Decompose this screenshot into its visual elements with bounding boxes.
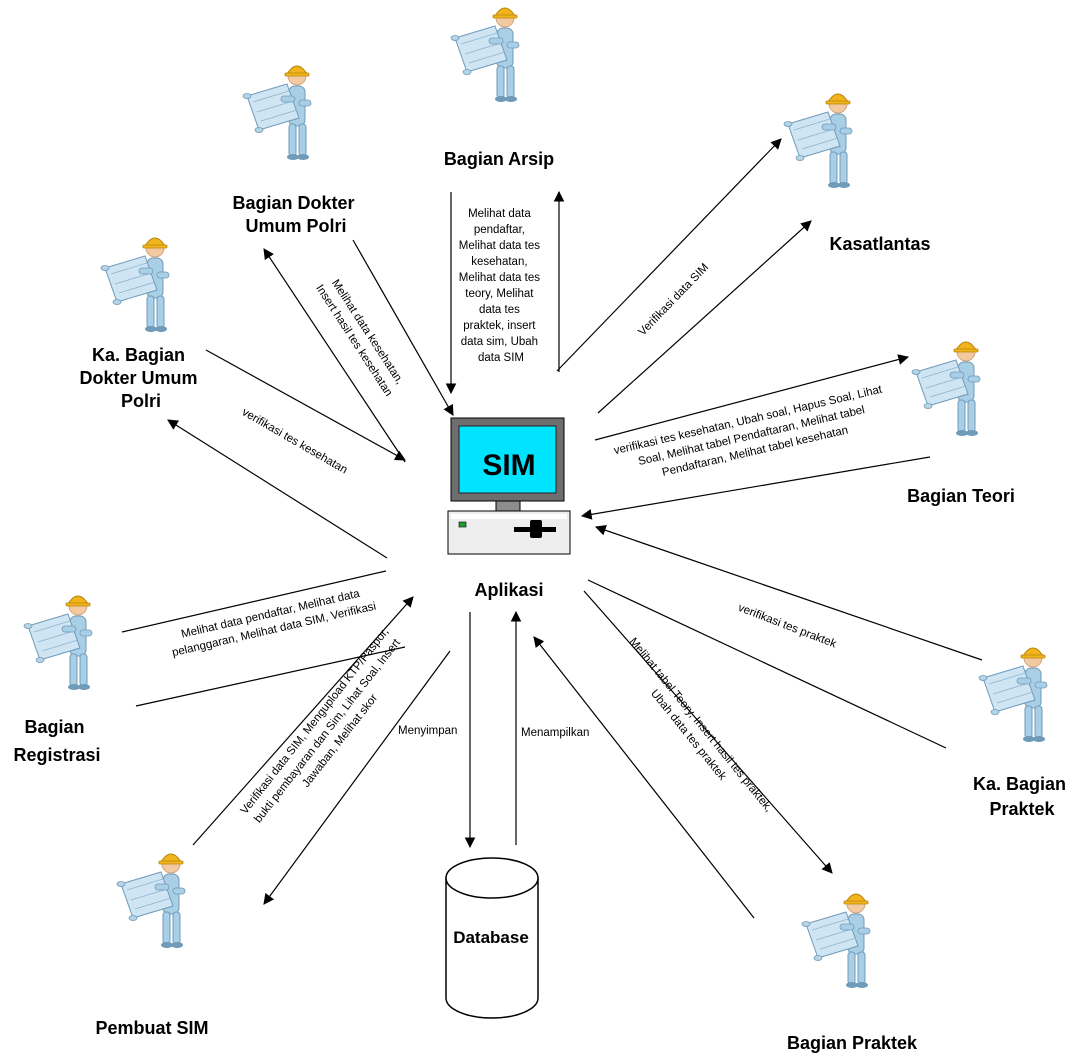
actor-pembuat-sim-label: Pembuat SIM	[95, 1018, 208, 1038]
actor-bagian-registrasi-icon	[23, 595, 93, 691]
edge-dokter-out	[263, 248, 406, 463]
edge-teori-out	[594, 354, 910, 441]
actor-ka-dokter-label: Ka. Bagian Dokter Umum Polri	[79, 345, 202, 411]
edge-teori-in	[580, 456, 931, 520]
screen-text: SIM	[482, 449, 535, 482]
svg-text:Melihat tabel Teory, Insert ha: Melihat tabel Teory, Insert hasil tes pr…	[627, 636, 775, 815]
edge-kasat-in	[597, 220, 812, 414]
actor-bagian-registrasi-label: Bagian Registrasi	[13, 717, 100, 765]
svg-text:Verifikasi data SIM: Verifikasi data SIM	[636, 261, 711, 338]
actor-bagian-teori-icon	[911, 341, 981, 437]
center-label: Aplikasi	[474, 580, 543, 600]
edge-pembuat-out	[263, 650, 451, 905]
flow-menampilkan-label: Menampilkan	[521, 727, 589, 739]
flow-ka-praktek-label: verifikasi tes praktek	[736, 602, 838, 651]
flow-dokter-label: Melihat data kesehatan, Insert hasil tes…	[313, 278, 405, 399]
edge-praktek-out	[583, 590, 833, 874]
edge-dokter-in	[352, 239, 454, 416]
actor-dokter-umum-icon	[242, 65, 312, 161]
flow-praktek-label: Melihat tabel Teory, Insert hasil tes pr…	[627, 636, 775, 815]
flow-menyimpan-label: Menyimpan	[398, 725, 457, 737]
actor-ka-praktek-icon	[978, 647, 1048, 743]
edge-kasat-out	[556, 138, 782, 372]
edge-ka-praktek-in	[594, 525, 983, 661]
database-icon	[445, 857, 539, 1019]
computer-icon	[447, 417, 571, 555]
flow-ka-dokter-label: verifikasi tes kesehatan	[240, 406, 350, 476]
flow-pembuat-label: Verifikasi data SIM, Mengupload KTP/Pasp…	[239, 626, 404, 825]
actor-ka-praktek-label: Ka. Bagian Praktek	[973, 774, 1071, 819]
actor-kasatlantas-label: Kasatlantas	[829, 234, 930, 254]
edge-pembuat-in	[192, 596, 414, 846]
actor-bagian-praktek-label: Bagian Praktek	[787, 1033, 918, 1053]
svg-text:Verifikasi data SIM, Menguploa: Verifikasi data SIM, Mengupload KTP/Pasp…	[239, 626, 392, 817]
actor-dokter-umum-label: Bagian Dokter Umum Polri	[232, 193, 359, 236]
flow-arsip-label: Melihat data pendaftar, Melihat data tes…	[459, 208, 543, 364]
edge-registrasi-in	[121, 570, 387, 633]
actor-kasatlantas-icon	[783, 93, 853, 189]
actor-ka-dokter-icon	[100, 237, 170, 333]
actor-pembuat-sim-icon	[116, 853, 186, 949]
edge-ka-praktek-out	[587, 579, 947, 749]
svg-text:verifikasi tes praktek: verifikasi tes praktek	[736, 602, 838, 651]
database-label: Database	[453, 928, 529, 947]
actor-bagian-teori-label: Bagian Teori	[907, 486, 1015, 506]
edge-praktek-in	[533, 636, 755, 919]
svg-text:bukti pembayaran dan Sim, Liha: bukti pembayaran dan Sim, Lihat Soal, In…	[252, 636, 403, 825]
actor-bagian-arsip-label: Bagian Arsip	[444, 149, 554, 169]
flow-teori-label: verifikasi tes kesehatan, Ubah soal, Hap…	[613, 384, 884, 479]
edge-ka-dokter-out	[167, 419, 388, 559]
flow-registrasi-label: Melihat data pendaftar, Melihat data pel…	[171, 588, 377, 659]
edge-ka-dokter-in	[205, 349, 406, 461]
actor-bagian-arsip-icon	[450, 7, 520, 103]
svg-text:verifikasi tes kesehatan: verifikasi tes kesehatan	[240, 406, 350, 476]
flow-kasat-label: Verifikasi data SIM	[636, 261, 711, 338]
actor-bagian-praktek-icon	[801, 893, 871, 989]
